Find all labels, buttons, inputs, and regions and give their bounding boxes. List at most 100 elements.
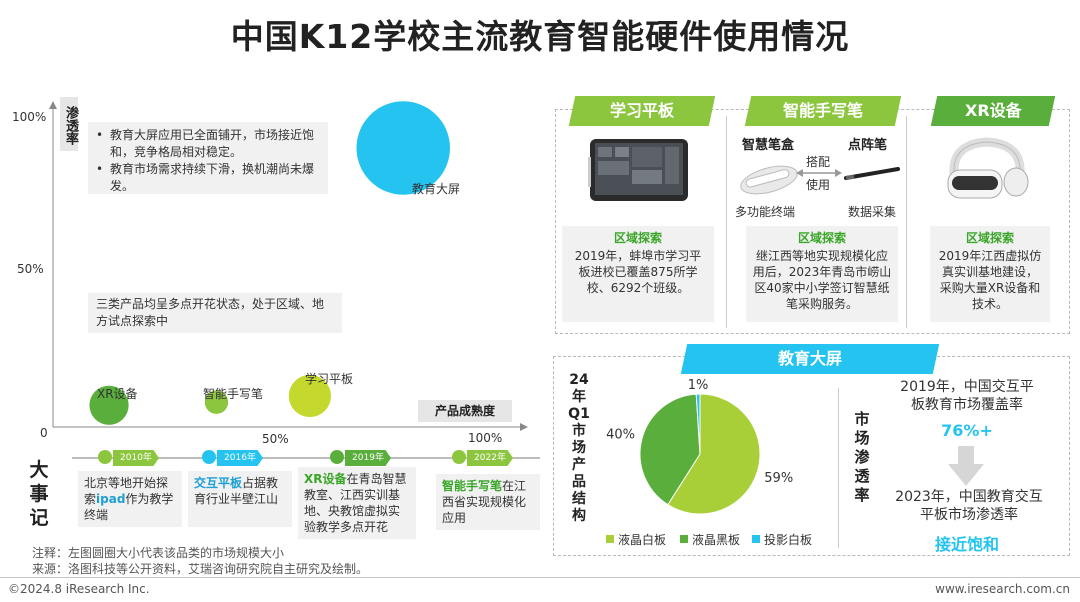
pen-cap2: 数据采集	[848, 205, 897, 219]
tag-xr-label: XR设备	[964, 101, 1022, 120]
event-text: 作为教学终端	[84, 492, 174, 522]
event-highlight: 交互平板	[194, 476, 243, 490]
footer-copyright: ©2024.8 iResearch Inc.	[8, 582, 150, 596]
timeline-event-2010: 北京等地开始探索ipad作为教学终端	[78, 471, 182, 527]
bubble-chart-svg	[49, 101, 528, 431]
timeline-line	[72, 457, 540, 459]
products-divider	[726, 116, 727, 328]
tag-pen-label: 智能手写笔	[782, 101, 863, 120]
card-tablet-text: 2019年，蚌埠市学习平板进校已覆盖875所学校、6292个班级。	[574, 249, 702, 295]
note-top-item: 教育市场需求持续下滑，换机潮尚未爆发。	[88, 161, 318, 195]
legend-label: 液晶白板	[618, 532, 666, 547]
tag-pen: 智能手写笔	[744, 96, 902, 126]
card-xr-text: 2019年江西虚拟仿真实训基地建设，采购大量XR设备和技术。	[938, 249, 1042, 311]
bubble-XR设备	[89, 385, 129, 425]
pen-cap1: 多功能终端	[735, 205, 796, 219]
pie-value-label: 1%	[688, 378, 709, 393]
xr-headset-image	[947, 137, 1029, 199]
tag-xr: XR设备	[930, 96, 1056, 126]
x-tick-50: 50%	[262, 432, 289, 446]
bubble-label-screen: 教育大屏	[412, 182, 461, 196]
timeline-dot-2022	[452, 450, 466, 464]
legend-label: 投影白板	[764, 532, 812, 547]
bubble-label-tablet: 学习平板	[305, 372, 354, 386]
x-axis-title: 产品成熟度	[418, 400, 512, 422]
timeline-year-2010: 2010年	[113, 450, 159, 466]
pie-slice-投影白板	[695, 393, 701, 455]
event-text: 在青岛智慧教室、江西实训基地、央教馆虚拟实验教学多点开花	[304, 472, 407, 534]
pen-sub2: 点阵笔	[848, 138, 888, 153]
y-axis-arrow	[49, 101, 57, 109]
y-tick-0: 0	[40, 426, 48, 440]
stat1-text: 2019年，中国交互平板教育市场覆盖率	[900, 379, 1034, 413]
pie-value-label: 40%	[606, 428, 635, 443]
timeline-dot-2010	[98, 450, 112, 464]
card-pen: 区域探索 继江西等地实现规模化应用后，2023年青岛市崂山区40家中小学签订智慧…	[746, 226, 898, 322]
pen-sub1: 智慧笔盒	[742, 138, 795, 153]
page-title: 中国K12学校主流教育智能硬件使用情况	[230, 17, 850, 56]
event-highlight: 智能手写笔	[442, 479, 503, 493]
timeline-event-2019: XR设备在青岛智慧教室、江西实训基地、央教馆虚拟实验教学多点开花	[298, 467, 416, 539]
tag-tablet-label: 学习平板	[609, 101, 674, 120]
legend-swatch	[752, 535, 760, 543]
event-text: 北京等地开始探索	[84, 476, 169, 506]
pen-box-image	[740, 165, 798, 195]
timeline-event-2016: 交互平板占据教育行业半壁江山	[188, 471, 292, 527]
dot-pen-image	[844, 167, 900, 180]
tablet-image	[588, 139, 688, 201]
card-xr-title: 区域探索	[965, 231, 1014, 245]
x-axis-arrow	[520, 423, 528, 431]
legend-label: 液晶黑板	[692, 532, 740, 547]
bubble-chart	[0, 80, 545, 450]
bubble-智能手写笔	[204, 390, 229, 414]
pen-mid2: 使用	[806, 178, 831, 192]
tag-big-screen-label: 教育大屏	[777, 349, 842, 368]
footnote-note: 注释：左图圆圈大小代表该品类的市场规模大小	[32, 546, 285, 560]
bubble-学习平板	[288, 374, 331, 418]
timeline-dot-2016	[202, 450, 216, 464]
products-divider	[906, 116, 907, 328]
bubble-label-xr: XR设备	[97, 387, 138, 401]
card-pen-text: 继江西等地实现规模化应用后，2023年青岛市崂山区40家中小学签订智慧纸笔采购服…	[752, 249, 892, 311]
timeline-event-2022: 智能手写笔在江西省实现规模化应用	[436, 474, 540, 530]
y-tick-100: 100%	[12, 110, 47, 124]
timeline-dot-2019	[330, 450, 344, 464]
bubble-教育大屏	[356, 101, 450, 195]
note-top-item: 教育大屏应用已全面铺开，市场接近饱和，竞争格局相对稳定。	[88, 127, 318, 161]
timeline-year-2019: 2019年	[345, 450, 391, 466]
y-axis-title: 渗透率	[60, 97, 78, 151]
timeline-year-2022: 2022年	[467, 450, 513, 466]
footnote-source: 来源：洛图科技等公开资料，艾瑞咨询研究院自主研究及绘制。	[32, 562, 369, 576]
pie-chart: 59% 40% 1% 液晶白板 液晶黑板 投影白板	[606, 378, 812, 547]
pie-value-label: 59%	[764, 471, 793, 486]
stat2-value: 接近饱和	[934, 535, 999, 554]
pie-slice-液晶黑板	[639, 393, 701, 506]
stat1-value: 76%+	[941, 421, 993, 440]
y-tick-50: 50%	[17, 262, 44, 276]
pie-slice-液晶白板	[667, 393, 761, 515]
tag-tablet: 学习平板	[568, 96, 716, 126]
footer-divider	[0, 577, 1080, 578]
legend-swatch	[606, 535, 614, 543]
footer-url: www.iresearch.com.cn	[935, 582, 1070, 596]
event-highlight: XR设备	[304, 472, 347, 486]
x-tick-100: 100%	[468, 431, 503, 445]
note-top: 教育大屏应用已全面铺开，市场接近饱和，竞争格局相对稳定。 教育市场需求持续下滑，…	[88, 122, 328, 194]
card-pen-title: 区域探索	[797, 231, 846, 245]
down-arrow-icon	[948, 446, 984, 486]
card-tablet: 区域探索 2019年，蚌埠市学习平板进校已覆盖875所学校、6292个班级。	[562, 226, 714, 322]
big-screen-divider	[838, 388, 839, 548]
penetration-title: 市场渗透率	[854, 410, 870, 504]
pen-mid1: 搭配	[806, 155, 831, 169]
event-text: 在江西省实现规模化应用	[442, 479, 527, 525]
note-mid: 三类产品均呈多点开花状态，处于区域、地方试点探索中	[88, 293, 342, 333]
tag-big-screen: 教育大屏	[680, 344, 940, 374]
timeline-year-2016: 2016年	[217, 450, 263, 466]
stat2-text: 2023年，中国教育交互平板市场渗透率	[895, 489, 1043, 523]
timeline-title: 大事记	[29, 459, 49, 529]
pie-title: 24年Q1市场产品结构	[568, 372, 590, 524]
card-tablet-title: 区域探索	[613, 231, 662, 245]
card-xr: 区域探索 2019年江西虚拟仿真实训基地建设，采购大量XR设备和技术。	[930, 226, 1050, 322]
bubble-label-pen: 智能手写笔	[203, 387, 264, 401]
double-arrow-icon	[796, 169, 842, 177]
